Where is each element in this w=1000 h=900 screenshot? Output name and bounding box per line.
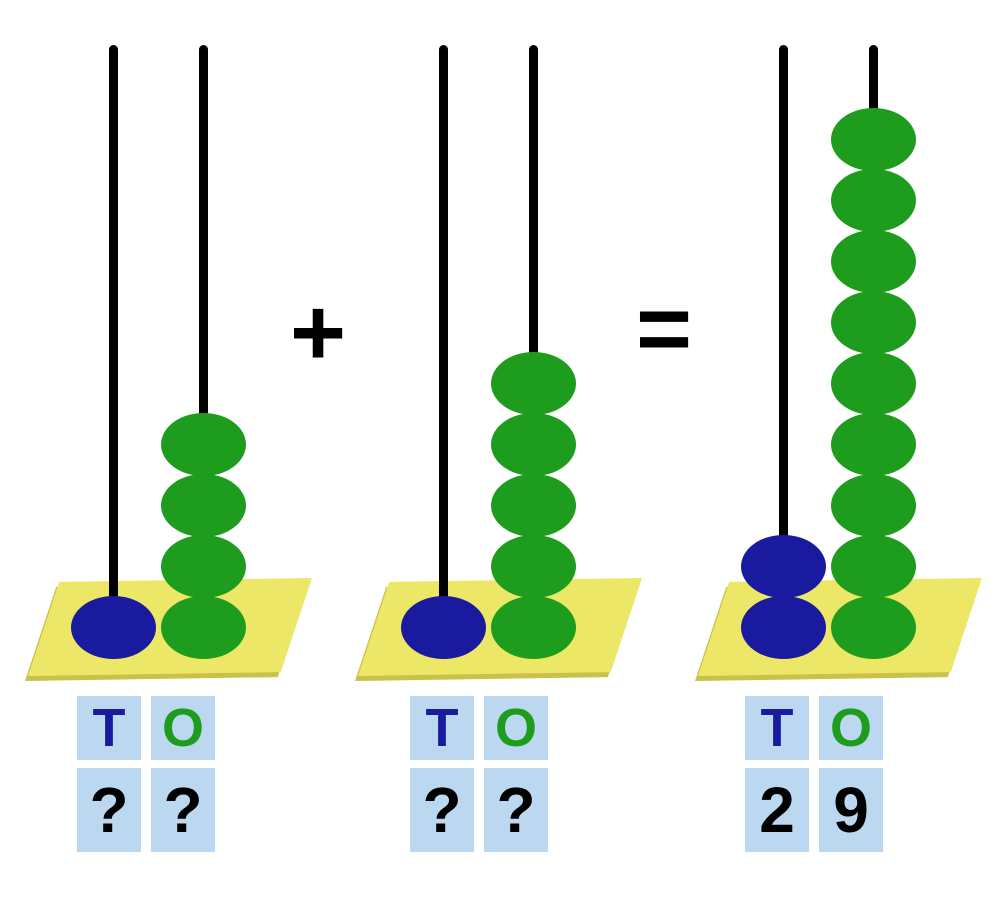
tens-value: ? xyxy=(77,768,141,852)
tens-bead xyxy=(741,535,826,598)
ones-bead xyxy=(831,352,916,415)
ones-bead xyxy=(161,596,246,659)
tens-header: T xyxy=(77,696,141,760)
tens-value: 2 xyxy=(745,768,809,852)
ones-beads xyxy=(831,108,916,659)
ones-rod xyxy=(199,45,208,645)
ones-bead xyxy=(161,413,246,476)
ones-bead xyxy=(161,535,246,598)
ones-bead xyxy=(831,596,916,659)
abacus-second-addend xyxy=(355,40,650,690)
ones-bead xyxy=(491,474,576,537)
tens-rod xyxy=(439,45,448,645)
ones-bead xyxy=(831,535,916,598)
ones-bead xyxy=(161,474,246,537)
ones-bead xyxy=(491,352,576,415)
tens-beads xyxy=(741,535,826,659)
ones-bead xyxy=(491,413,576,476)
value-table-first-addend: T O ? ? xyxy=(77,696,215,852)
equals-sign: = xyxy=(635,275,693,382)
value-table-sum: T O 2 9 xyxy=(745,696,883,852)
tens-beads xyxy=(401,596,486,659)
ones-bead xyxy=(831,169,916,232)
ones-header: O xyxy=(484,696,548,760)
tens-rod xyxy=(779,45,788,645)
ones-value: ? xyxy=(484,768,548,852)
ones-beads xyxy=(161,413,246,659)
tens-header: T xyxy=(410,696,474,760)
value-table-second-addend: T O ? ? xyxy=(410,696,548,852)
ones-bead xyxy=(491,535,576,598)
tens-bead xyxy=(401,596,486,659)
tens-header: T xyxy=(745,696,809,760)
plus-sign: + xyxy=(289,279,347,386)
tens-bead xyxy=(741,596,826,659)
ones-rod xyxy=(529,45,538,645)
ones-bead xyxy=(831,474,916,537)
ones-bead xyxy=(491,596,576,659)
ones-header: O xyxy=(819,696,883,760)
ones-header: O xyxy=(151,696,215,760)
tens-value: ? xyxy=(410,768,474,852)
tens-beads xyxy=(71,596,156,659)
ones-bead xyxy=(831,108,916,171)
abacus-sum xyxy=(695,40,990,690)
tens-bead xyxy=(71,596,156,659)
ones-bead xyxy=(831,291,916,354)
ones-beads xyxy=(491,352,576,659)
ones-value: 9 xyxy=(819,768,883,852)
abacus-first-addend xyxy=(25,40,320,690)
ones-bead xyxy=(831,230,916,293)
tens-rod xyxy=(109,45,118,645)
ones-value: ? xyxy=(151,768,215,852)
ones-bead xyxy=(831,413,916,476)
